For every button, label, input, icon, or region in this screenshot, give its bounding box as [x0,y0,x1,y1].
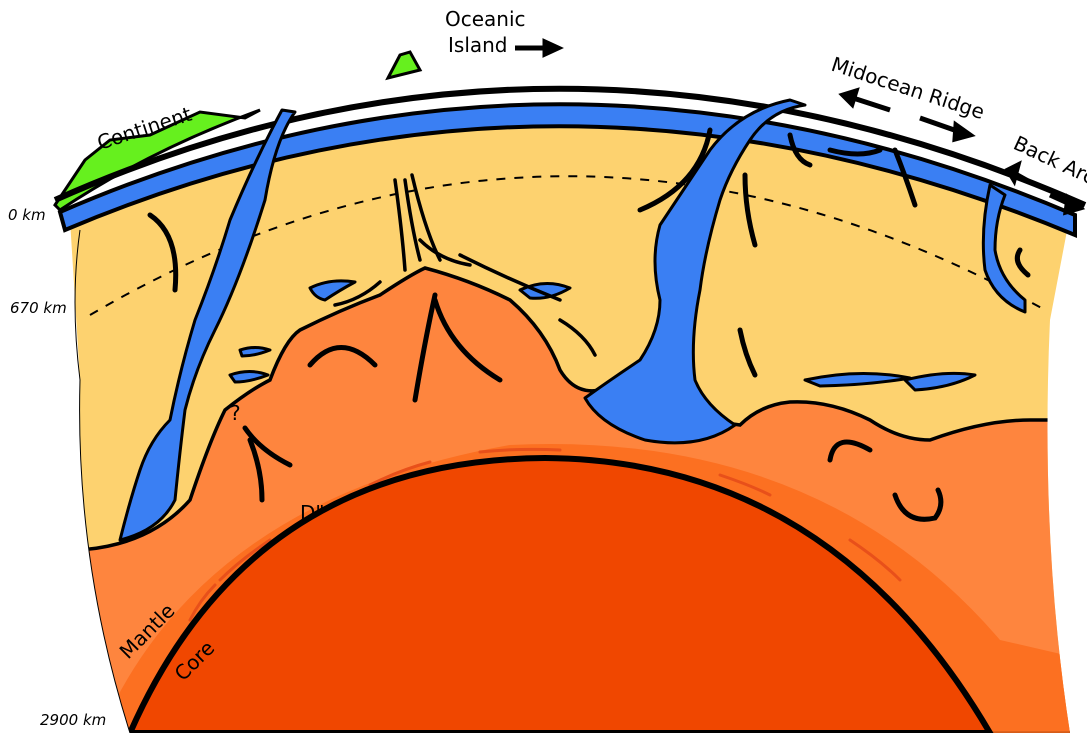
label-d-double-prime: D" [300,501,325,525]
depth-670km: 670 km [10,299,67,317]
depth-0km: 0 km [8,206,46,224]
depth-2900km: 2900 km [40,711,106,729]
label-island: Island [448,33,508,57]
label-question: ? [230,401,241,425]
oceanic-island [388,52,420,78]
label-midocean-ridge: Midocean Ridge [828,52,987,124]
label-oceanic: Oceanic [445,7,526,31]
